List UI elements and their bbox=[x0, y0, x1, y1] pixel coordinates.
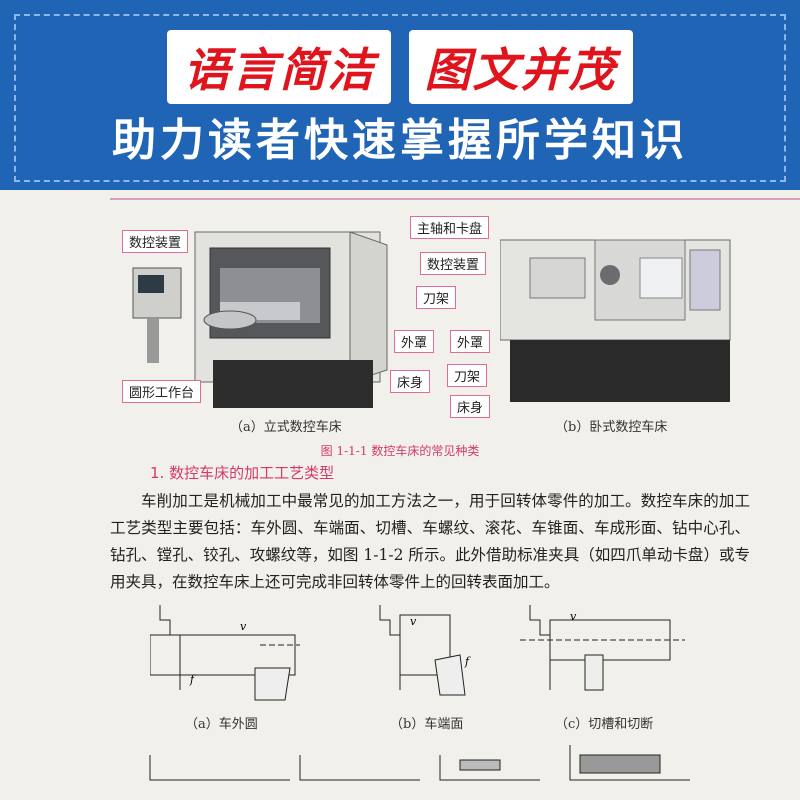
callout-round-table: 圆形工作台 bbox=[122, 380, 202, 403]
label-f: f bbox=[189, 673, 196, 686]
headline-left: 语言简洁 bbox=[167, 30, 392, 104]
callout-right-cover: 外罩 bbox=[450, 330, 491, 353]
section-title: 1. 数控车床的加工工艺类型 bbox=[150, 464, 335, 482]
body-paragraph: 车削加工是机械加工中最常见的加工方法之一，用于回转体零件的加工。数控车床的加工工… bbox=[110, 492, 750, 591]
label-v-b: v bbox=[410, 615, 417, 628]
callout-left-tool: 刀架 bbox=[416, 286, 457, 309]
promo-banner: 语言简洁 图文并茂 助力读者快速掌握所学知识 bbox=[0, 0, 800, 190]
callout-left-bed: 床身 bbox=[390, 370, 431, 393]
facing-diagram: v f bbox=[379, 605, 471, 696]
callout-spindle: 主轴和卡盘 bbox=[410, 216, 490, 239]
caption-facing: （b）车端面 bbox=[390, 717, 464, 732]
vertical-cnc-lathe-illustration bbox=[132, 231, 388, 408]
banner-headline: 语言简洁 图文并茂 bbox=[0, 30, 800, 104]
figure-caption: 图 1-1-1 数控车床的常见种类 bbox=[320, 444, 480, 458]
additional-operations-diagrams bbox=[149, 745, 690, 781]
headline-right: 图文并茂 bbox=[408, 30, 633, 104]
callout-right-bed: 床身 bbox=[450, 395, 491, 418]
label-v-c: v bbox=[570, 610, 577, 623]
label-v: v bbox=[240, 620, 247, 633]
label-f-b: f bbox=[464, 655, 471, 668]
caption-grooving: （c）切槽和切断 bbox=[555, 717, 654, 732]
callout-right-tool: 刀架 bbox=[447, 364, 488, 387]
book-page: 数控装置 主轴和卡盘 数控装置 刀架 外罩 外罩 圆形工作台 床身 刀架 床身 … bbox=[0, 190, 800, 800]
callout-left-cover: 外罩 bbox=[394, 330, 435, 353]
banner-subline: 助力读者快速掌握所学知识 bbox=[112, 115, 688, 166]
body-text: 车削加工是机械加工中最常见的加工方法之一，用于回转体零件的加工。数控车床的加工工… bbox=[110, 488, 750, 596]
callout-left-cnc: 数控装置 bbox=[122, 230, 189, 253]
banner-frame bbox=[14, 14, 786, 182]
caption-turning: （a）车外圆 bbox=[185, 717, 258, 732]
turning-outer-diameter-diagram: v f bbox=[150, 605, 300, 701]
caption-horizontal-lathe: （b）卧式数控车床 bbox=[555, 420, 668, 435]
page-header-rule bbox=[110, 198, 800, 200]
callout-right-cnc: 数控装置 bbox=[420, 252, 487, 275]
caption-vertical-lathe: （a）立式数控车床 bbox=[230, 420, 342, 435]
horizontal-cnc-lathe-illustration bbox=[500, 239, 731, 402]
grooving-diagram: v bbox=[520, 605, 685, 691]
